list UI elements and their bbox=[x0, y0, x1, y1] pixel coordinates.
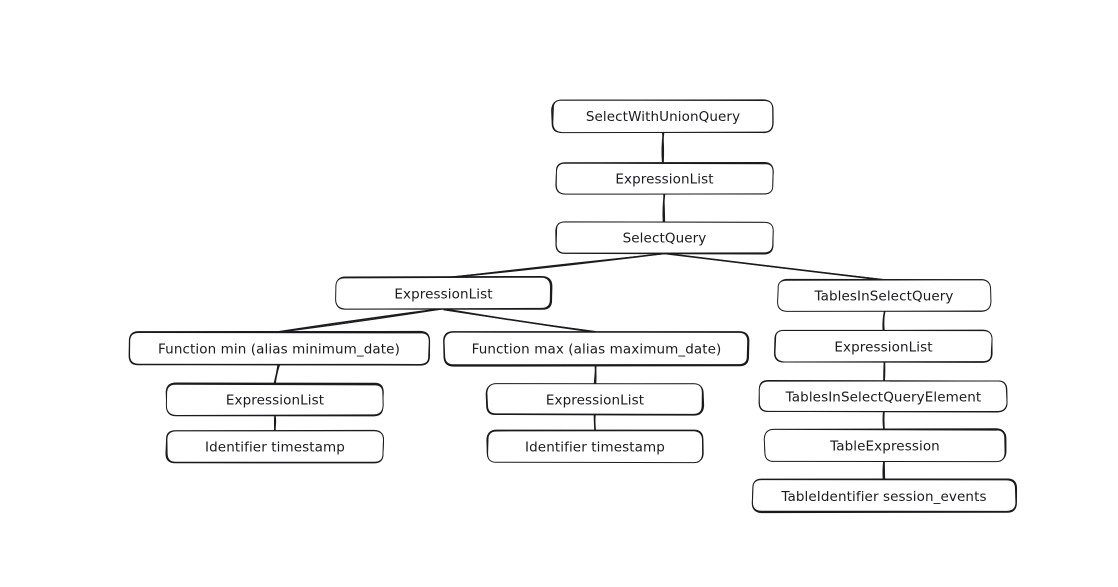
node-outline bbox=[777, 279, 992, 312]
node-outline bbox=[751, 479, 1017, 512]
node-label: ExpressionList bbox=[615, 172, 713, 188]
node-outline bbox=[774, 329, 993, 363]
edge-n6-n9 bbox=[273, 363, 280, 385]
ast-node[interactable]: ExpressionList bbox=[485, 383, 705, 416]
node-label: SelectWithUnionQuery bbox=[586, 109, 740, 125]
node-label: ExpressionList bbox=[394, 287, 492, 303]
ast-node[interactable]: SelectWithUnionQuery bbox=[551, 99, 774, 134]
node-outline bbox=[166, 430, 384, 463]
node-outline bbox=[555, 162, 774, 195]
node-outline bbox=[758, 380, 1008, 413]
node-label: SelectQuery bbox=[623, 231, 707, 247]
node-outline bbox=[335, 276, 552, 310]
edge-n5-n8 bbox=[882, 309, 886, 333]
edge-n4-n6 bbox=[277, 307, 446, 333]
node-label: ExpressionList bbox=[834, 340, 932, 356]
ast-node[interactable]: TablesInSelectQueryElement bbox=[758, 379, 1008, 413]
node-label: Function min (alias minimum_date) bbox=[158, 342, 400, 358]
edge-n4-n7 bbox=[443, 308, 598, 334]
edge-n10-n13 bbox=[593, 413, 597, 433]
node-label: TableIdentifier session_events bbox=[780, 489, 986, 505]
edge-n9-n12 bbox=[273, 413, 277, 433]
edge-n14-n15 bbox=[882, 459, 886, 482]
node-outline bbox=[552, 99, 774, 134]
node-outline bbox=[129, 331, 430, 365]
edge-n7-n10 bbox=[593, 363, 597, 385]
node-label: Identifier timestamp bbox=[525, 440, 665, 456]
edge-n2-n3 bbox=[662, 192, 666, 223]
node-label: ExpressionList bbox=[226, 393, 324, 409]
node-outline bbox=[443, 331, 749, 366]
ast-node[interactable]: ExpressionList bbox=[774, 329, 993, 363]
ast-node[interactable]: TablesInSelectQuery bbox=[777, 278, 992, 312]
edge-n3-n4 bbox=[445, 252, 668, 279]
node-outline bbox=[487, 430, 704, 464]
node-label: ExpressionList bbox=[546, 393, 644, 409]
ast-node[interactable]: ExpressionList bbox=[165, 382, 384, 417]
node-label: Identifier timestamp bbox=[205, 440, 345, 456]
ast-node[interactable]: ExpressionList bbox=[555, 162, 774, 195]
node-outline bbox=[165, 383, 384, 417]
node-label: TablesInSelectQueryElement bbox=[785, 390, 982, 406]
nodes-layer: SelectWithUnionQueryExpressionListSelect… bbox=[128, 99, 1018, 514]
node-label: TableExpression bbox=[829, 439, 940, 455]
edge-n8-n11 bbox=[883, 360, 886, 383]
edge-n3-n5 bbox=[664, 252, 886, 281]
ast-node[interactable]: ExpressionList bbox=[335, 275, 553, 310]
node-outline bbox=[763, 428, 1006, 463]
node-label: Function max (alias maximum_date) bbox=[472, 342, 722, 358]
ast-node[interactable]: TableIdentifier session_events bbox=[751, 478, 1018, 514]
ast-node[interactable]: SelectQuery bbox=[555, 221, 774, 255]
node-outline bbox=[486, 383, 703, 415]
ast-node[interactable]: Identifier timestamp bbox=[486, 429, 704, 464]
ast-node[interactable]: Function min (alias minimum_date) bbox=[128, 330, 431, 366]
edge-n11-n14 bbox=[882, 410, 885, 431]
ast-node[interactable]: Function max (alias maximum_date) bbox=[443, 331, 750, 367]
node-label: TablesInSelectQuery bbox=[813, 289, 953, 305]
node-outline bbox=[555, 221, 774, 254]
ast-node[interactable]: TableExpression bbox=[763, 428, 1007, 463]
ast-node[interactable]: Identifier timestamp bbox=[165, 429, 385, 464]
edge-n1-n2 bbox=[661, 130, 665, 164]
